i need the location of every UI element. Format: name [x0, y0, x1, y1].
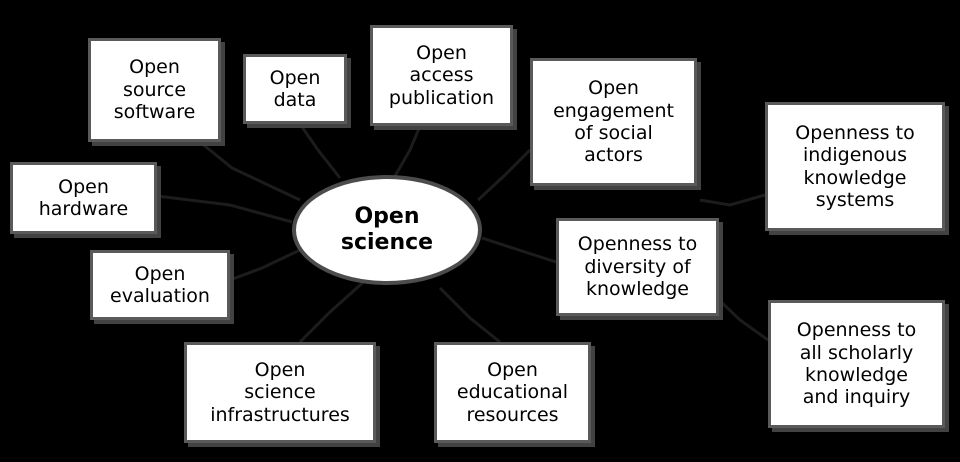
connector-openness-diversity: [481, 236, 557, 264]
center-node-open-science[interactable]: Open science: [292, 175, 482, 285]
node-open-data[interactable]: Open data: [243, 54, 347, 124]
node-label: Open data: [269, 66, 321, 111]
connector-open-science-infra: [298, 276, 370, 344]
node-label: Openness to indigenous knowledge systems: [795, 121, 915, 211]
connector-openness-all-scholarly: [717, 298, 769, 342]
node-open-science-infrastructures[interactable]: Open science infrastructures: [184, 342, 376, 443]
node-label: Open hardware: [38, 175, 129, 220]
node-label: Open educational resources: [456, 358, 569, 426]
node-label: Open evaluation: [110, 262, 210, 307]
node-label: Open science infrastructures: [210, 358, 350, 426]
node-open-source-software[interactable]: Open source software: [88, 38, 221, 142]
connector-openness-indigenous: [699, 193, 766, 207]
node-open-evaluation[interactable]: Open evaluation: [90, 250, 230, 320]
node-openness-to-diversity-of-knowledge[interactable]: Openness to diversity of knowledge: [556, 218, 719, 316]
connector-open-data: [298, 123, 342, 179]
connector-open-source-software: [199, 140, 301, 202]
connector-open-evaluation: [229, 248, 301, 282]
node-openness-to-all-scholarly-knowledge-and-inquiry[interactable]: Openness to all scholarly knowledge and …: [768, 300, 945, 428]
node-label: Open source software: [113, 56, 196, 124]
node-openness-to-indigenous-knowledge-systems[interactable]: Openness to indigenous knowledge systems: [765, 102, 945, 231]
connector-open-access-publication: [393, 125, 422, 177]
node-open-engagement-of-social-actors[interactable]: Open engagement of social actors: [530, 58, 697, 186]
connector-open-educational-resources: [438, 286, 501, 344]
connector-open-hardware: [156, 194, 293, 224]
node-open-hardware[interactable]: Open hardware: [10, 162, 157, 234]
node-label: Openness to diversity of knowledge: [577, 233, 698, 301]
node-label: Open engagement of social actors: [553, 77, 674, 167]
node-open-access-publication[interactable]: Open access publication: [370, 25, 513, 126]
node-open-educational-resources[interactable]: Open educational resources: [434, 342, 591, 443]
center-node-label: Open science: [340, 203, 434, 255]
connector-open-engagement: [476, 148, 532, 202]
node-label: Open access publication: [388, 41, 495, 109]
node-label: Openness to all scholarly knowledge and …: [796, 319, 917, 409]
